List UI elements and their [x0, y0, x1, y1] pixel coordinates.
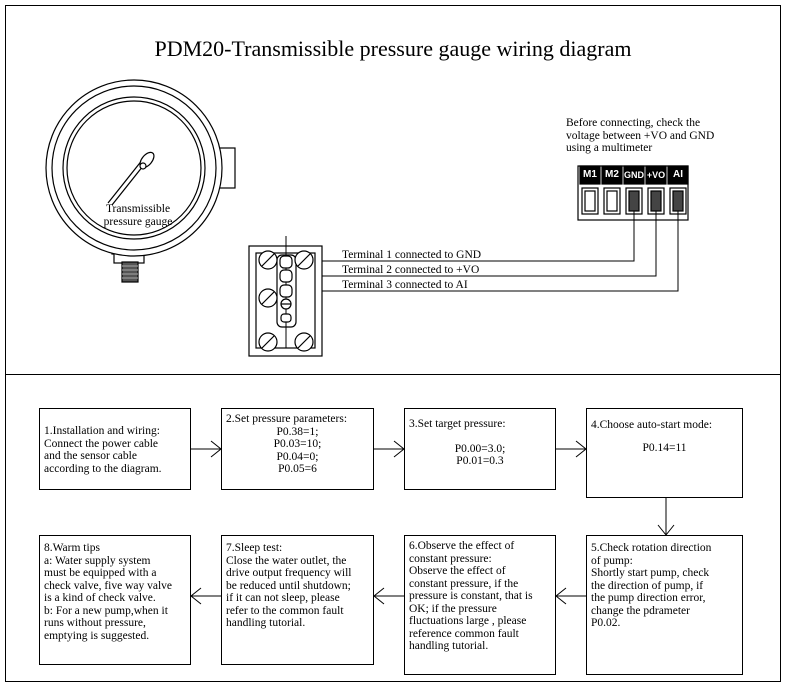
step-7-box: 7.Sleep test: Close the water outlet, th… [221, 535, 374, 665]
step-6-line: handling tutorial. [409, 640, 489, 652]
step-7-line: refer to the common fault [226, 604, 344, 617]
step-2-line: 2.Set pressure parameters: [226, 413, 348, 425]
step-7-line: 7.Sleep test: [226, 542, 283, 554]
step-2-line: P0.04=0; [276, 450, 319, 463]
gauge-thread [121, 261, 139, 283]
gauge-label-line2: pressure gauge [103, 215, 173, 228]
step-8-line: must be equipped with a [44, 567, 157, 579]
step-6-line: pressure is constant, that is [409, 590, 533, 602]
step-6-line: OK; if the pressure [409, 602, 497, 615]
step-5-line: P0.02. [591, 617, 621, 629]
multimeter-note: Before connecting, check the voltage bet… [566, 117, 714, 155]
wire-label-2: Terminal 2 connected to +VO [342, 264, 480, 276]
step-3-line: 3.Set target pressure: [409, 418, 506, 430]
terminal-label-m2: M2 [605, 169, 619, 180]
pressure-gauge [45, 79, 236, 283]
step-8-line: runs without pressure, [44, 617, 146, 629]
step-4-line: 4.Choose auto-start mode: [591, 419, 713, 431]
step-1-line: and the sensor cable [44, 450, 137, 462]
step-6-line: reference common fault [409, 627, 519, 640]
step-7-line: handling tutorial. [226, 617, 306, 629]
step-5-line: change the pdrameter [591, 604, 690, 617]
outer-frame [5, 5, 781, 682]
terminal-block [577, 165, 689, 221]
step-6-line: Observe the effect of [409, 565, 506, 577]
gauge-label: Transmissible pressure gauge [102, 203, 174, 228]
terminal-label-gnd: GND [624, 170, 644, 180]
step-6-line: 6.Observe the effect of [409, 540, 515, 552]
step-3-box: 3.Set target pressure: P0.00=3.0; P0.01=… [404, 408, 556, 490]
step-8-line: check valve, five way valve [44, 579, 173, 592]
step-1-line: Connect the power cable [44, 437, 158, 450]
flow-arrows [190, 440, 675, 605]
step-8-line: emptying is suggested. [44, 629, 150, 642]
step-3-line: P0.00=3.0; [454, 442, 506, 455]
note-line1: Before connecting, check the [566, 117, 701, 129]
step-8-line: a: Water supply system [44, 554, 151, 567]
note-line3: using a multimeter [566, 142, 653, 154]
step-5-line: 5.Check rotation direction [591, 542, 712, 554]
step-4-line: P0.14=11 [642, 441, 687, 454]
step-5-line: the pump direction error, [591, 592, 706, 604]
step-2-line: P0.03=10; [273, 438, 322, 450]
section-divider [5, 374, 780, 375]
wires [280, 211, 679, 292]
step-3-line: P0.01=0.3 [456, 455, 504, 467]
step-2-box: 2.Set pressure parameters: P0.38=1; P0.0… [221, 408, 374, 490]
step-7-line: if it can not sleep, please [226, 592, 340, 604]
step-6-line: constant pressure, if the [409, 577, 519, 590]
step-8-box: 8.Warm tips a: Water supply system must … [39, 535, 191, 665]
terminal-label-ai: AI [673, 169, 683, 180]
terminal-label-vo: +VO [646, 170, 666, 180]
gauge-dial [62, 96, 206, 240]
wire-ai [286, 211, 679, 292]
step-5-line: the direction of pump, if [591, 579, 704, 592]
gauge-needle [107, 158, 144, 204]
step-6-box: 6.Observe the effect of constant pressur… [404, 535, 556, 675]
step-5-line: Shortly start pump, check [591, 567, 710, 579]
step-1-box: 1.Installation and wiring: Connect the p… [39, 408, 191, 490]
step-5-line: of pump: [591, 554, 633, 567]
step-6-line: fluctuations large , please [409, 615, 527, 627]
step-2-line: P0.05=6 [278, 463, 317, 475]
wire-label-1: Terminal 1 connected to GND [342, 249, 482, 261]
wire-label-3: Terminal 3 connected to AI [342, 279, 468, 291]
step-8-line: is a kind of check valve. [44, 592, 156, 604]
gauge-label-line1: Transmissible [105, 203, 171, 215]
step-1-line: according to the diagram. [44, 462, 162, 475]
wire-vo [286, 211, 657, 277]
step-4-box: 4.Choose auto-start mode: P0.14=11 [586, 408, 743, 498]
step-6-line: constant pressure: [409, 552, 492, 565]
step-5-box: 5.Check rotation direction of pump: Shor… [586, 535, 743, 675]
wire-gnd [280, 211, 635, 262]
step-7-line: Close the water outlet, the [226, 554, 347, 567]
step-2-line: P0.38=1; [276, 425, 319, 438]
note-line2: voltage between +VO and GND [566, 129, 715, 142]
terminal-label-m1: M1 [583, 169, 597, 180]
sensor-connector [248, 236, 323, 357]
step-7-line: drive output frequency will [226, 567, 352, 579]
step-8-line: 8.Warm tips [44, 542, 100, 554]
diagram-title: PDM20-Transmissible pressure gauge wirin… [154, 36, 632, 61]
step-8-line: b: For a new pump,when it [44, 604, 168, 617]
step-1-line: 1.Installation and wiring: [44, 425, 160, 437]
step-7-line: be reduced until shutdown; [226, 579, 351, 592]
